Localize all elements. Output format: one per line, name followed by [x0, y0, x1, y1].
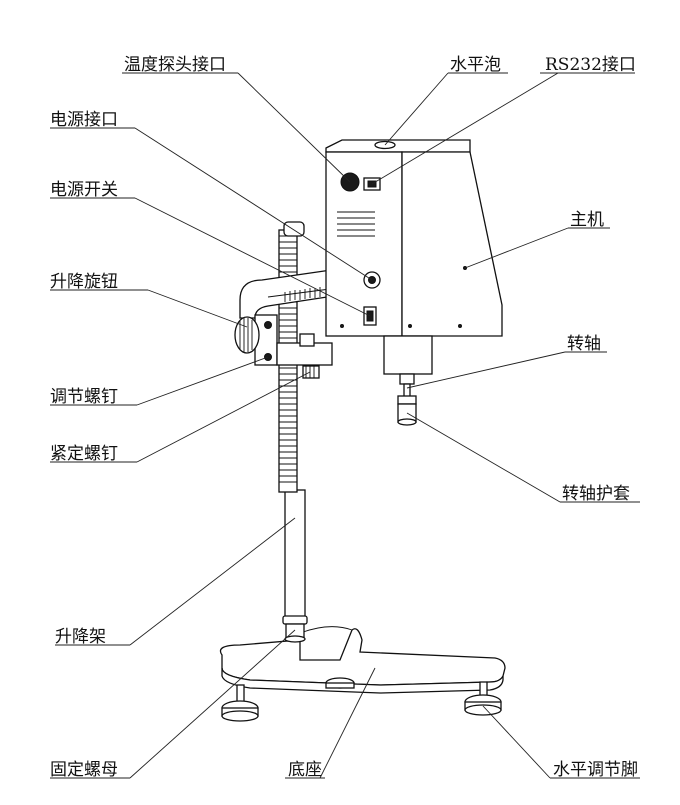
label-locking-screw: 紧定螺钉: [50, 444, 118, 464]
label-adjust-screw: 调节螺钉: [50, 387, 118, 407]
label-rs232-port: RS232接口: [545, 55, 636, 75]
spindle-housing: [383, 335, 433, 385]
leader-lines: [129, 72, 569, 779]
label-lift-stand: 升降架: [55, 627, 106, 647]
label-spindle: 转轴: [567, 334, 601, 354]
leveling-foot-middle: [325, 677, 355, 689]
spindle-guard: [397, 403, 417, 426]
label-power-port: 电源接口: [50, 110, 118, 130]
label-fixing-nut: 固定螺母: [50, 760, 118, 780]
lift-knob: [234, 316, 260, 354]
adjust-screw: [264, 321, 272, 361]
leveling-foot-left: [221, 684, 259, 722]
label-main-unit: 主机: [570, 210, 604, 230]
label-level-bubble: 水平泡: [450, 55, 501, 75]
labels: 温度探头接口 水平泡 RS232接口 电源接口 电源开关 主机 升降旋钮 转轴 …: [50, 55, 640, 780]
main-unit-body: [325, 139, 503, 337]
label-temp-probe-port: 温度探头接口: [124, 55, 226, 75]
label-power-switch: 电源开关: [50, 180, 118, 200]
label-leveling-foot: 水平调节脚: [553, 760, 638, 780]
locking-screw: [302, 365, 320, 379]
label-lift-knob: 升降旋钮: [50, 272, 118, 292]
base-plate: [219, 626, 506, 694]
label-base: 底座: [288, 760, 322, 780]
leveling-foot-right: [464, 681, 502, 716]
label-spindle-guard: 转轴护套: [562, 484, 630, 504]
